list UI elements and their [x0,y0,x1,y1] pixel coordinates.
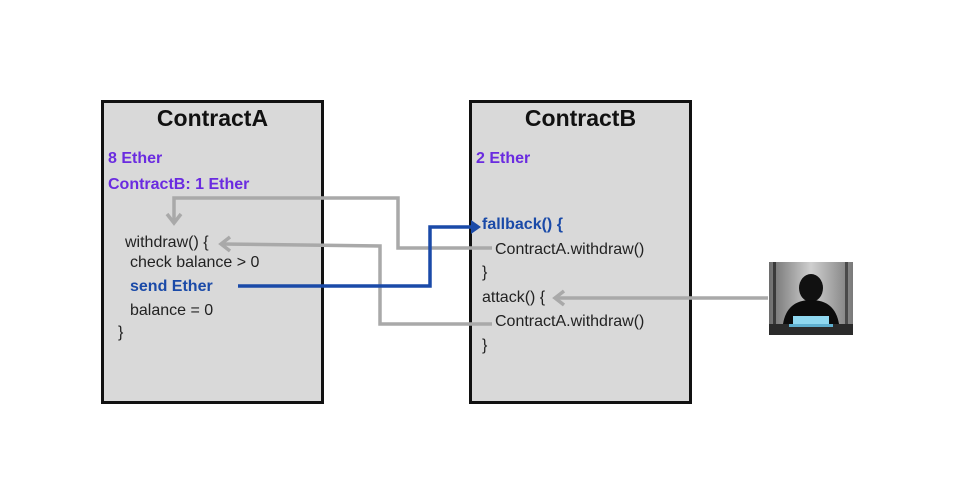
arrowhead-fallback-to-withdraw [165,212,183,226]
arrowhead-attack-to-withdraw [218,235,232,253]
withdraw-open: withdraw() { [125,234,209,251]
contract-b-title: ContractB [524,105,637,131]
contract-a-balance: 8 Ether [108,150,163,167]
contract-b-balance: 2 Ether [476,150,531,167]
balance-zero: balance = 0 [130,302,214,319]
arrowhead-send-ether-to-fallback [471,220,481,234]
hooded-hacker-icon [769,262,853,335]
attack-call: ContractA.withdraw() [495,313,645,330]
attack-open: attack() { [482,289,546,306]
arrow-send-ether-to-fallback [238,225,476,288]
attack-close: } [482,337,488,354]
arrow-attack-to-withdraw [221,242,492,326]
arrowhead-attacker-to-attack [552,289,566,307]
fallback-close: } [482,264,488,281]
withdraw-close: } [118,324,124,341]
contract-a-title: ContractA [156,105,269,131]
arrow-fallback-to-withdraw [172,196,492,250]
contract-a-box: ContractA [101,100,324,404]
send-ether: send Ether [130,278,213,295]
fallback-open: fallback() { [482,216,563,233]
contract-a-contractb-balance: ContractB: 1 Ether [108,176,250,193]
contract-b-box: ContractB [469,100,692,404]
check-balance: check balance > 0 [130,254,260,271]
fallback-call: ContractA.withdraw() [495,241,645,258]
